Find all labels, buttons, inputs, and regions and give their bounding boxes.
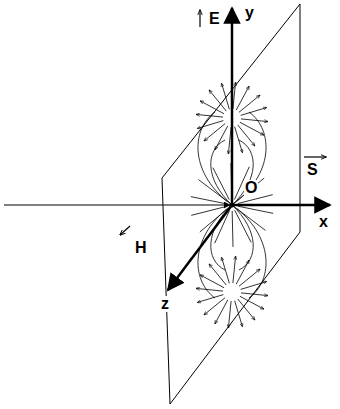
axis-label: x [318,214,329,230]
field-label: E [208,11,221,27]
field-arrow [241,119,268,122]
field-arrow [235,301,243,327]
field-arrow [200,101,224,114]
s-vector-arrow [304,156,326,157]
field-line [191,197,226,204]
field-arrow [198,121,224,129]
field-arrow [204,124,225,141]
field-arrow [233,82,236,109]
vector-label: S [306,162,319,178]
field-arrow [241,282,267,290]
field-loop [198,205,232,298]
axis-label: z [160,296,170,312]
field-arrow [240,296,264,309]
field-arrow [233,256,236,283]
field-arrow [209,264,226,285]
origin-dot [230,203,235,208]
field-arrow [228,127,231,154]
field-arrow [204,298,225,315]
field-line [238,206,273,213]
field-line [232,211,234,247]
field-arrow [241,108,267,116]
field-arrow [235,127,243,153]
field-arrow [198,295,224,303]
field-arrow [238,299,255,320]
axis-label: y [244,5,255,21]
e-direction-arrow [199,10,200,27]
x-axis [232,204,330,207]
field-arrow [222,258,230,284]
field-label: H [134,240,148,256]
z-axis [168,205,232,290]
field-arrow [228,301,231,328]
field-loop [232,205,253,270]
field-arrow [236,86,249,110]
field-arrow [239,269,260,286]
field-loop [232,112,266,205]
field-loop [211,205,232,270]
field-arrow [238,125,255,146]
origin-label: O [244,180,258,196]
incoming-line [4,205,230,206]
y-axis [231,8,234,205]
field-arrow [222,84,230,110]
field-arrow [209,90,226,111]
field-arrow [239,95,260,112]
field-loop [211,140,232,205]
field-arrow [215,300,228,324]
h-direction-arrow [120,226,130,235]
field-loop [232,205,266,298]
field-arrow [196,288,223,291]
field-loop [198,112,232,205]
